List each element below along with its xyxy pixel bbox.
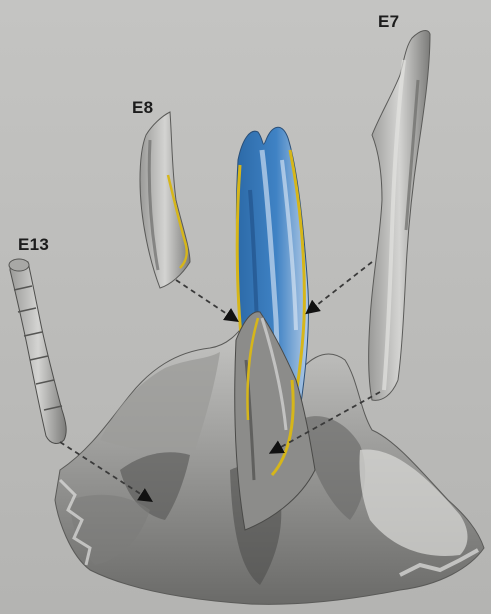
label-e13: E13 bbox=[18, 235, 49, 255]
label-e8: E8 bbox=[132, 98, 153, 118]
label-e7: E7 bbox=[378, 12, 399, 32]
